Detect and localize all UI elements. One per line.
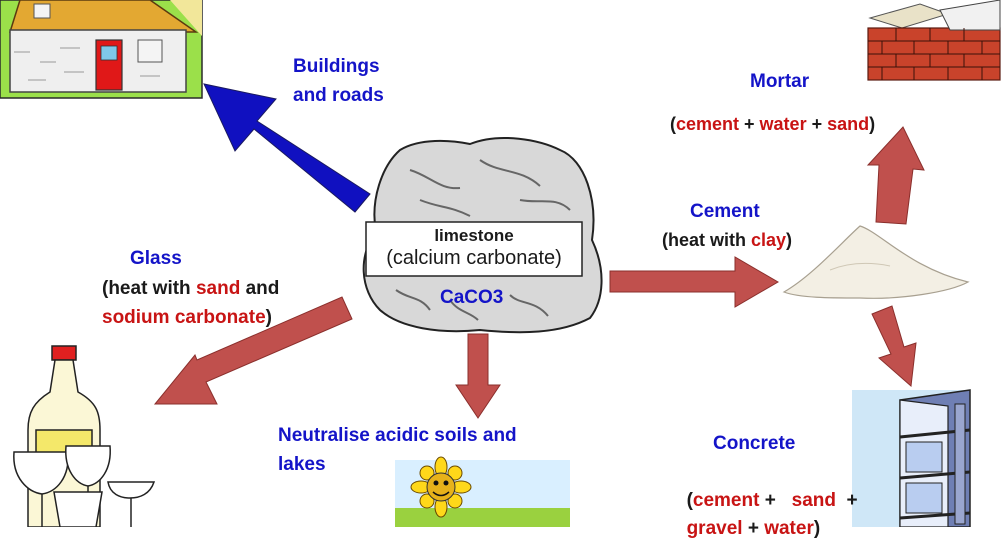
concrete-plus2: +	[836, 490, 858, 511]
mortar-close: )	[869, 114, 876, 134]
arrow-to-concrete	[871, 305, 917, 388]
glass-condition-line2: sodium carbonate)	[102, 303, 272, 332]
concrete-recipe-line1: (cement + sand +	[676, 457, 858, 515]
concrete-plus3: +	[742, 518, 765, 539]
cement-title: Cement	[690, 201, 760, 222]
concrete-sand: sand	[791, 490, 836, 511]
arrow-to-glass	[153, 296, 353, 405]
glass-sodium-carbonate: sodium carbonate	[102, 307, 266, 328]
building-icon	[852, 389, 971, 527]
mortar-open: (	[670, 114, 676, 134]
mortar-title: Mortar	[750, 71, 810, 92]
arrow-to-neutralise	[455, 333, 501, 419]
cement-open: (heat with	[662, 230, 751, 250]
diagram-canvas	[0, 0, 1001, 527]
concrete-water: water	[764, 518, 814, 539]
cement-condition: (heat with clay)	[662, 226, 792, 255]
cement-close: )	[786, 230, 793, 250]
glass-title: Glass	[130, 248, 182, 269]
neutralise-line2: lakes	[278, 454, 326, 475]
concrete-gravel: gravel	[686, 518, 743, 539]
mortar-water: water	[759, 114, 807, 134]
concrete-close: )	[813, 518, 821, 539]
glass-close: )	[265, 307, 272, 328]
cement-pile-icon	[782, 225, 970, 299]
concrete-recipe-line2: gravel + water)	[676, 485, 821, 543]
limestone-subtitle: (calcium carbonate)	[386, 247, 562, 269]
mortar-sand: sand	[827, 114, 870, 134]
house-icon	[0, 0, 203, 99]
buildings-line1: Buildings	[293, 56, 380, 77]
bottles-glasses-icon	[13, 345, 156, 527]
mortar-recipe: (cement + water + sand)	[670, 110, 875, 139]
limestone-formula: CaCO3	[440, 287, 504, 308]
concrete-plus1: +	[759, 490, 792, 511]
buildings-label: Buildings and roads	[293, 52, 384, 110]
concrete-open: (	[686, 490, 693, 511]
neutralise-line1: Neutralise acidic soils and	[278, 425, 517, 446]
mortar-plus2: +	[806, 114, 828, 134]
glass-and: and	[240, 278, 280, 299]
glass-condition-line1: (heat with sand and	[102, 274, 279, 303]
mortar-plus1: +	[739, 114, 760, 134]
brick-wall-icon	[867, 0, 1001, 81]
arrow-to-buildings	[203, 83, 371, 213]
cement-clay: clay	[751, 230, 787, 250]
concrete-title: Concrete	[713, 433, 796, 454]
limestone-rock-icon	[362, 137, 603, 334]
buildings-line2: and roads	[293, 85, 384, 106]
glass-open: (heat with	[102, 278, 196, 299]
mortar-cement: cement	[676, 114, 740, 134]
sunflower-icon	[395, 456, 570, 527]
arrow-to-mortar	[866, 126, 925, 225]
arrow-to-cement	[609, 256, 779, 308]
glass-sand: sand	[195, 278, 241, 299]
neutralise-label: Neutralise acidic soils and lakes	[278, 421, 517, 479]
limestone-title: limestone	[434, 226, 514, 245]
concrete-cement: cement	[692, 490, 760, 511]
